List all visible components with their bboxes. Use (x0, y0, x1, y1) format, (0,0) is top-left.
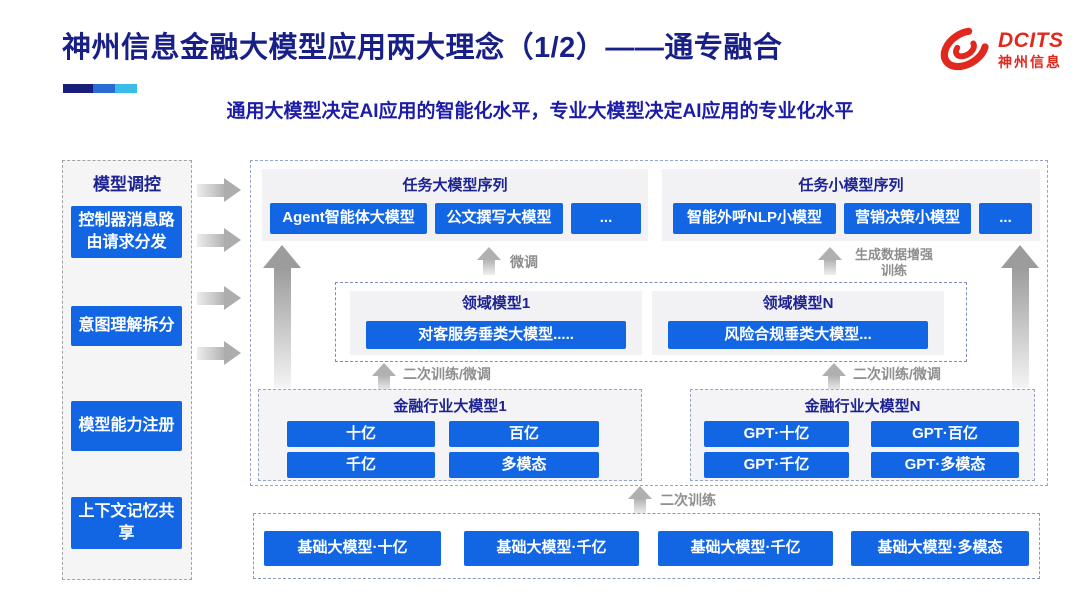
base-model-node-multimodal: 基础大模型·多模态 (851, 531, 1029, 566)
base-models-box: 基础大模型·十亿 基础大模型·千亿 基础大模型·千亿 基础大模型·多模态 (253, 513, 1040, 579)
right-arrow-icon (197, 286, 241, 310)
up-arrow-icon (818, 247, 842, 275)
scale-node-1b: 十亿 (287, 421, 435, 447)
right-arrow-icon (197, 341, 241, 365)
sidebar-item-router: 控制器消息路由请求分发 (71, 206, 182, 258)
sidebar-title: 模型调控 (93, 175, 161, 194)
panel-task-large-models: 任务大模型序列 Agent智能体大模型 公文撰写大模型 ... (262, 169, 648, 241)
scale-node-gpt-10b: GPT·百亿 (871, 421, 1019, 447)
scale-node-multimodal: 多模态 (449, 452, 599, 478)
panel-title: 任务小模型序列 (798, 177, 904, 194)
model-node-risk-compliance: 风险合规垂类大模型... (668, 321, 928, 349)
tall-up-arrow-icon (1001, 245, 1039, 388)
accent-segment (115, 84, 137, 93)
base-model-node-100b-a: 基础大模型·千亿 (464, 531, 639, 566)
panel-title: 金融行业大模型1 (393, 398, 507, 415)
base-model-node-100b-b: 基础大模型·千亿 (658, 531, 833, 566)
model-node-more: ... (571, 203, 641, 234)
dcits-swirl-icon (938, 20, 992, 79)
panel-title: 金融行业大模型N (804, 398, 921, 415)
scale-node-10b: 百亿 (449, 421, 599, 447)
panel-task-small-models: 任务小模型序列 智能外呼NLP小模型 营销决策小模型 ... (662, 169, 1040, 241)
panel-title: 领域模型N (762, 295, 834, 312)
sidebar-item-intent: 意图理解拆分 (71, 306, 182, 346)
model-node-more: ... (979, 203, 1032, 234)
right-arrow-icon (197, 178, 241, 202)
up-arrow-icon (628, 486, 652, 514)
logo-brand-cn: 神州信息 (998, 53, 1062, 70)
industry-model-1-box: 金融行业大模型1 十亿 百亿 千亿 多模态 (258, 389, 642, 481)
arrow-label-secondary-train: 二次训练 (660, 492, 716, 508)
up-arrow-icon (372, 363, 396, 391)
accent-segment (63, 84, 93, 93)
model-node-document: 公文撰写大模型 (435, 203, 563, 234)
model-node-customer-service: 对客服务垂类大模型..... (366, 321, 626, 349)
panel-domain-model-n: 领域模型N 风险合规垂类大模型... (652, 291, 944, 355)
panel-domain-model-1: 领域模型1 对客服务垂类大模型..... (350, 291, 642, 355)
model-node-marketing: 营销决策小模型 (844, 203, 971, 234)
up-arrow-icon (477, 247, 501, 275)
up-arrow-icon (822, 363, 846, 391)
arrow-label-finetune: 微调 (510, 254, 538, 270)
dcits-logo: DCITS 神州信息 (938, 20, 1064, 79)
sidebar-model-control: 模型调控 控制器消息路由请求分发 意图理解拆分 模型能力注册 上下文记忆共享 (62, 160, 192, 580)
industry-model-n-box: 金融行业大模型N GPT·十亿 GPT·百亿 GPT·千亿 GPT·多模态 (690, 389, 1035, 481)
sidebar-item-register: 模型能力注册 (71, 401, 182, 451)
base-model-node-1b: 基础大模型·十亿 (264, 531, 441, 566)
accent-segment (93, 84, 115, 93)
scale-node-100b: 千亿 (287, 452, 435, 478)
arrow-label-gen-data: 生成数据增强 训练 (848, 247, 940, 280)
scale-node-gpt-1b: GPT·十亿 (704, 421, 849, 447)
gen-data-line1: 生成数据增强 (854, 247, 933, 262)
model-node-nlp-call: 智能外呼NLP小模型 (673, 203, 836, 234)
page-title: 神州信息金融大模型应用两大理念（1/2）——通专融合 (62, 32, 783, 64)
scale-node-gpt-100b: GPT·千亿 (704, 452, 849, 478)
gen-data-line2: 训练 (880, 263, 907, 279)
logo-brand-text: DCITS (998, 28, 1064, 52)
scale-node-gpt-multimodal: GPT·多模态 (871, 452, 1019, 478)
panel-title: 领域模型1 (461, 295, 531, 312)
title-accent-bar (63, 84, 137, 93)
right-arrow-icon (197, 228, 241, 252)
domain-models-box: 领域模型1 对客服务垂类大模型..... 领域模型N 风险合规垂类大模型... (335, 282, 967, 362)
model-node-agent: Agent智能体大模型 (270, 203, 427, 234)
model-architecture-box (250, 160, 1048, 486)
subtitle: 通用大模型决定AI应用的智能化水平，专业大模型决定AI应用的专业化水平 (226, 101, 854, 122)
arrow-label-secondary-ft-right: 二次训练/微调 (853, 366, 941, 382)
panel-title: 任务大模型序列 (402, 177, 508, 194)
sidebar-item-context: 上下文记忆共享 (71, 497, 182, 549)
tall-up-arrow-icon (263, 245, 301, 388)
arrow-label-secondary-ft-left: 二次训练/微调 (403, 366, 491, 382)
